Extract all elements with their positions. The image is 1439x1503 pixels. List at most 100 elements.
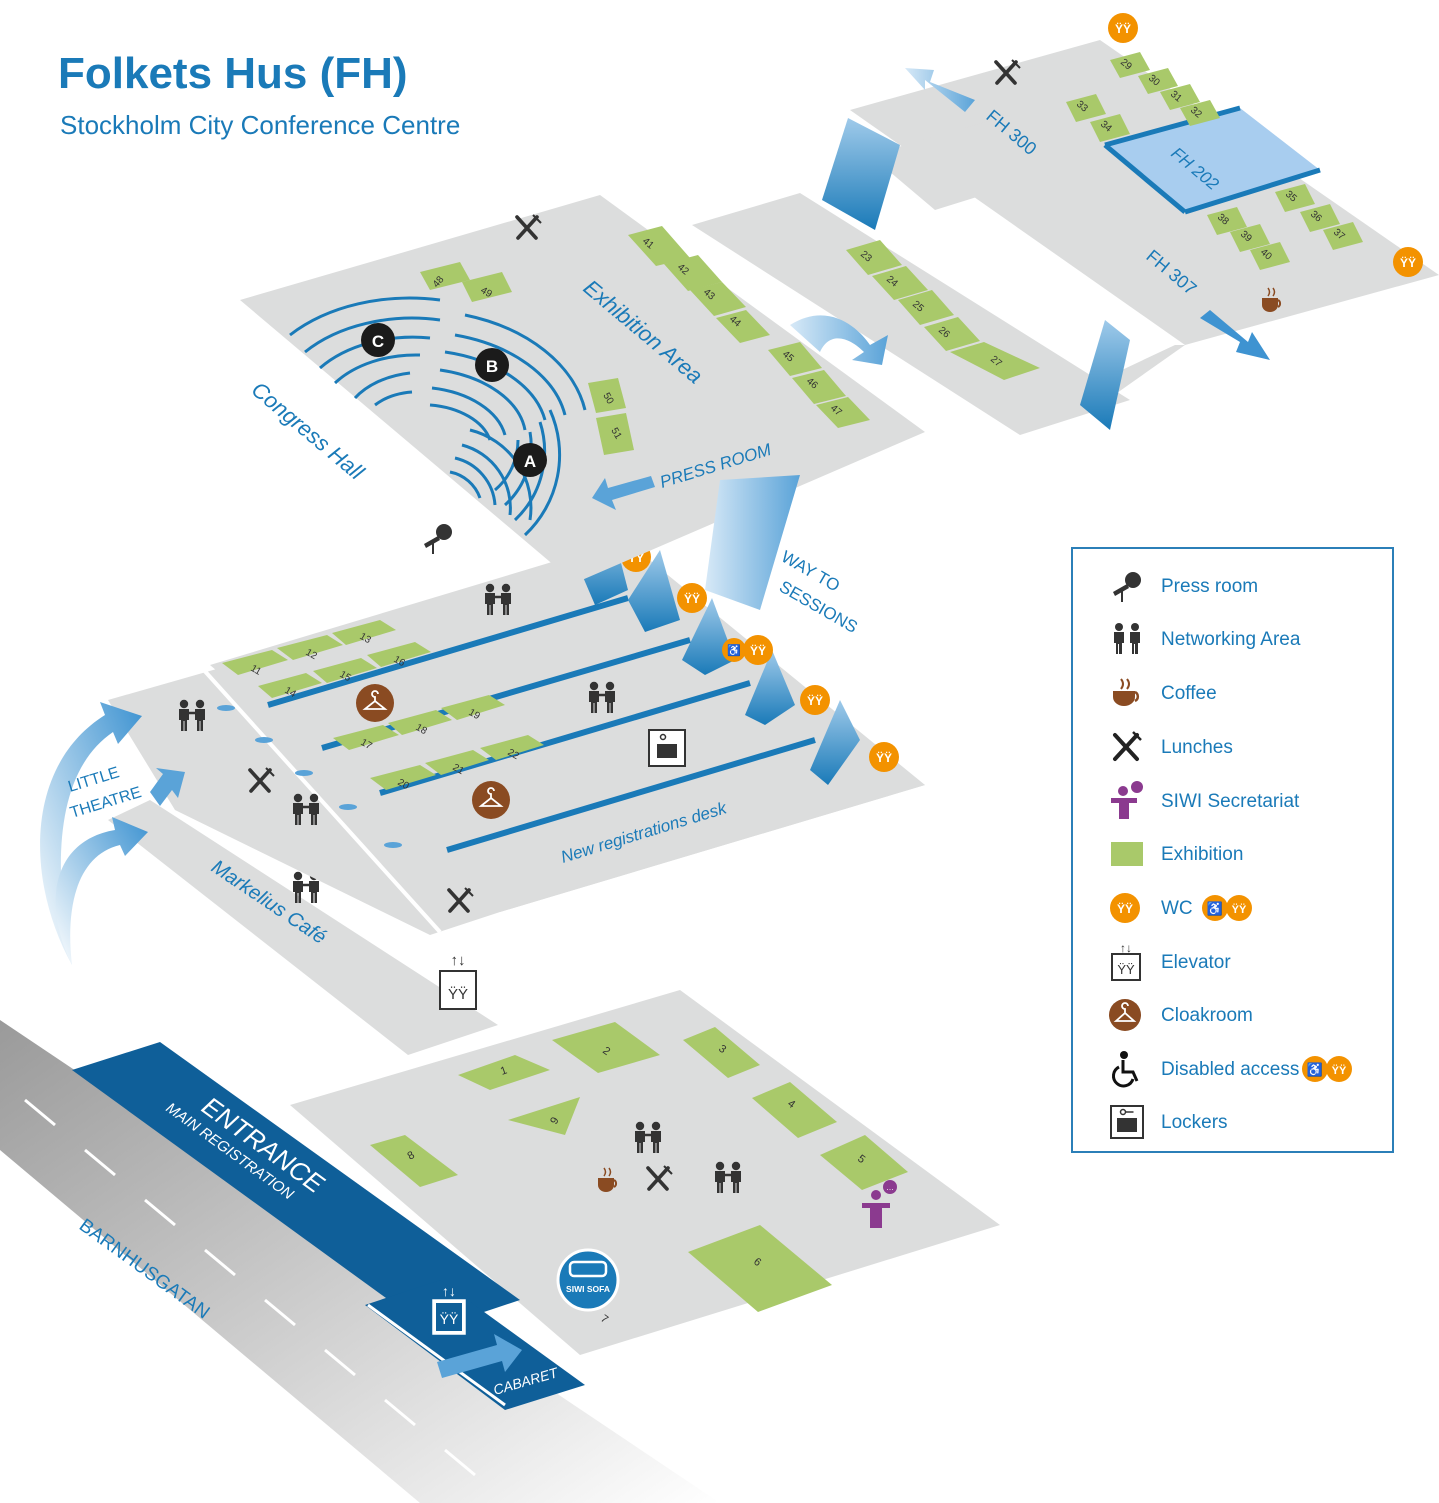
svg-text:↑↓: ↑↓ [1120, 942, 1132, 955]
legend-label: Lockers [1161, 1112, 1228, 1133]
legend-label: Cloakroom [1161, 1005, 1253, 1026]
legend-item-press-room: Press room [1107, 566, 1387, 606]
ground-floor [290, 990, 1000, 1355]
svg-text:ŸŸ: ŸŸ [1332, 1064, 1347, 1077]
booth-50-number: 50 [600, 391, 615, 407]
legend-label: Lunches [1161, 737, 1233, 758]
legend-item-coffee: Coffee [1107, 673, 1387, 713]
legend-item-lockers: Lockers [1107, 1102, 1387, 1142]
booth-4[interactable] [752, 1082, 837, 1138]
cloakroom-icon [356, 684, 394, 722]
svg-text:♿: ♿ [1207, 901, 1223, 916]
booth-17-number: 17 [359, 737, 375, 752]
svg-text:…: … [886, 1183, 894, 1192]
hall-b-label: B [486, 357, 498, 376]
legend-label: Elevator [1161, 952, 1231, 973]
svg-text:ŸŸ: ŸŸ [1117, 901, 1133, 916]
wc-icon [1393, 247, 1423, 277]
siwi-sofa-label: SIWI SOFA [566, 1284, 610, 1294]
legend-item-cloakroom: Cloakroom [1107, 995, 1387, 1035]
legend-label: Coffee [1161, 683, 1217, 704]
cabaret-arrow [437, 1334, 522, 1378]
booth-9-number: 9 [548, 1115, 561, 1126]
svg-text:ŸŸ: ŸŸ [1117, 962, 1135, 977]
svg-text:ŸŸ: ŸŸ [440, 1311, 459, 1327]
cloakroom-icon [1109, 999, 1141, 1031]
coffee-icon [1113, 678, 1140, 706]
siwi-secretariat-icon: … [862, 1180, 897, 1228]
coffee-icon [1262, 287, 1282, 312]
hall-markers: C B A [361, 323, 547, 477]
booth-13-number: 13 [358, 631, 374, 646]
svg-text:ŸŸ: ŸŸ [1232, 903, 1247, 916]
page-subtitle: Stockholm City Conference Centre [60, 110, 461, 140]
wc-icon: ŸŸ [1110, 893, 1140, 923]
networking-icon [1114, 623, 1140, 654]
booth-6[interactable] [688, 1225, 832, 1312]
exhibition-swatch [1111, 842, 1143, 866]
legend-item-exhibition: Exhibition [1107, 834, 1387, 874]
booth-14-number: 14 [283, 685, 299, 700]
booth-3[interactable] [683, 1027, 760, 1078]
wc-icon [869, 742, 899, 772]
legend-item-wc: ŸŸ WC ♿ ŸŸ [1107, 888, 1387, 928]
little-theatre-arrow-2 [55, 817, 148, 965]
booth-9[interactable] [508, 1097, 580, 1135]
legend-item-disabled: Disabled access ♿ ŸŸ [1107, 1049, 1387, 1089]
lockers-icon [648, 729, 686, 767]
booth-15-number: 15 [338, 669, 354, 684]
markelius-cafe-floor [108, 800, 498, 1055]
disabled-wc-icon: ♿ ŸŸ [1302, 1056, 1352, 1082]
booth-19-number: 19 [467, 707, 483, 722]
hall-c-label: C [372, 332, 384, 351]
stairs-fh-300 [822, 118, 900, 230]
press-room-arrow [592, 476, 655, 510]
booth-12-number: 12 [304, 647, 320, 662]
lockers-icon [1110, 1105, 1144, 1139]
svg-text:↑↓: ↑↓ [451, 952, 466, 969]
booth-18-number: 18 [414, 722, 430, 737]
booth-5[interactable] [820, 1135, 908, 1190]
legend-item-elevator: ŸŸ ↑↓ Elevator [1107, 942, 1387, 982]
lunch-icon [1113, 731, 1142, 761]
booth-2[interactable] [552, 1022, 660, 1073]
microphone-icon [1113, 572, 1141, 602]
legend-item-lunches: Lunches [1107, 727, 1387, 767]
elevator-icon: ŸŸ ↑↓ [1111, 942, 1141, 981]
stairs-fh-307 [1080, 320, 1130, 430]
booth-20-number: 20 [396, 777, 412, 792]
upper-link [870, 115, 1080, 210]
right-wing [850, 40, 1439, 345]
entrance-block [72, 1042, 520, 1330]
page-title: Folkets Hus (FH) [58, 49, 408, 98]
svg-text:♿: ♿ [727, 644, 741, 657]
legend-item-networking: Networking Area [1107, 619, 1387, 659]
cloakroom-icon [472, 781, 510, 819]
booth-8[interactable] [370, 1135, 458, 1187]
legend-label: Networking Area [1161, 629, 1301, 650]
coffee-icon [598, 1167, 618, 1192]
svg-text:♿: ♿ [1307, 1062, 1323, 1077]
legend-label: Disabled access [1161, 1059, 1300, 1080]
hall-a-label: A [524, 452, 536, 471]
little-theatre-arrow-3 [150, 768, 185, 806]
booth-1-number: 1 [499, 1064, 509, 1077]
booth-8-number: 8 [406, 1149, 417, 1162]
fh-300-arrow [905, 68, 975, 112]
road-dashes [24, 1098, 476, 1477]
legend-label: Press room [1161, 576, 1259, 597]
top-booths [420, 226, 870, 455]
elevator-icon: ŸŸ ↑↓ [432, 1283, 466, 1335]
wc-icon [800, 685, 830, 715]
booth-49-number: 49 [479, 285, 495, 300]
svg-text:↑↓: ↑↓ [442, 1283, 456, 1299]
map-legend: Press room Networking Area Coffee Lunche… [1071, 547, 1394, 1153]
connector-arrow [790, 315, 888, 365]
legend-label: Exhibition [1161, 844, 1244, 865]
legend-label: SIWI Secretariat [1161, 791, 1300, 812]
booth-22-number: 22 [506, 747, 522, 762]
right-booths [846, 52, 1363, 380]
booth-1[interactable] [458, 1055, 550, 1090]
disabled-wc-icon: ♿ ŸŸ [1202, 895, 1252, 921]
